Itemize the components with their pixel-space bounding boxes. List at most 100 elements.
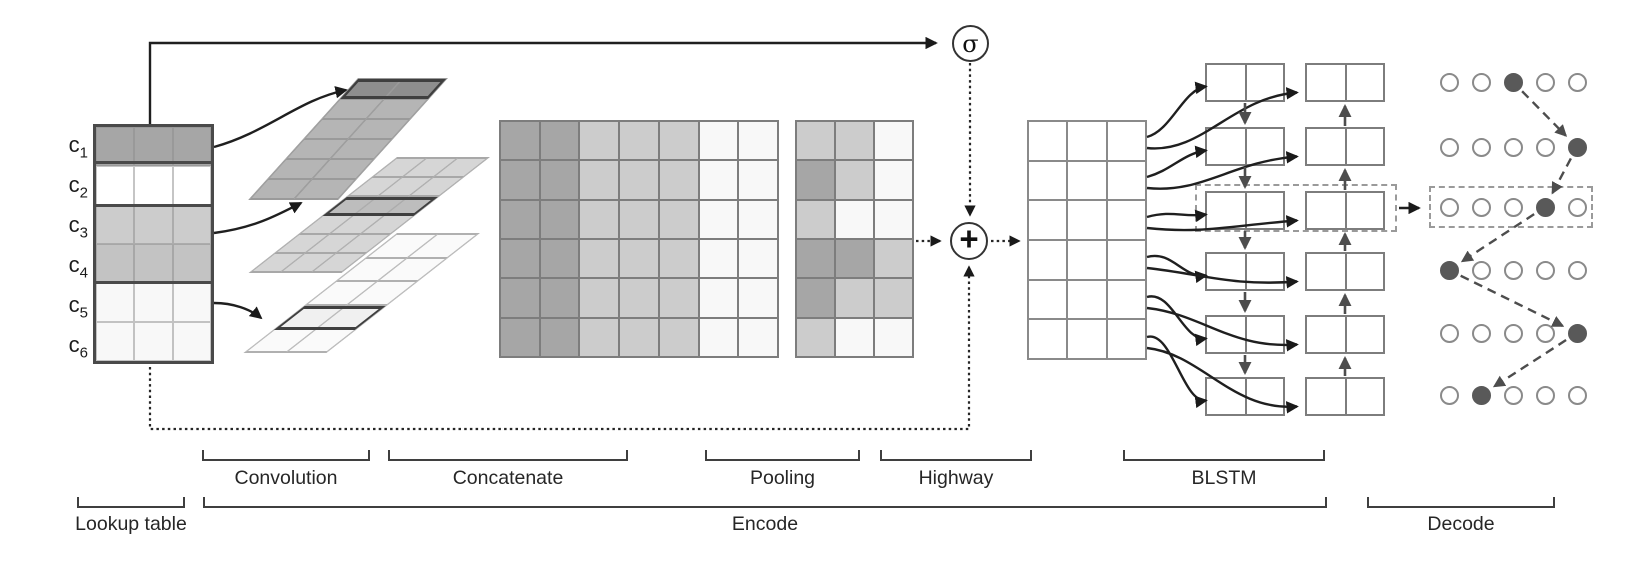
decode-node-selected bbox=[1535, 197, 1555, 217]
highway-to-forward-arrow bbox=[1146, 145, 1208, 179]
lookup-row-label: c4 bbox=[68, 252, 88, 282]
concatenate-cell bbox=[658, 121, 699, 161]
lookup-cell bbox=[96, 205, 135, 244]
concatenate-cell bbox=[579, 160, 620, 200]
section-label-decode: Decode bbox=[1427, 513, 1495, 535]
lookup-row-label-sub: 2 bbox=[79, 184, 88, 202]
concatenate-cell bbox=[539, 239, 580, 279]
highway-cell bbox=[1028, 319, 1068, 359]
blstm-cell-divider bbox=[1245, 193, 1247, 228]
section-label-pooling: Pooling bbox=[749, 467, 816, 489]
decode-transition-arrow bbox=[1492, 339, 1567, 388]
lookup-cell bbox=[134, 283, 173, 322]
blstm-backward-cell bbox=[1305, 63, 1385, 102]
blstm-cell-divider bbox=[1245, 129, 1247, 164]
pooling-cell bbox=[835, 199, 875, 240]
pooling-cell bbox=[796, 317, 836, 358]
concatenate-cell bbox=[658, 160, 699, 200]
concatenate-cell bbox=[579, 278, 620, 318]
section-label-concatenate: Concatenate bbox=[452, 467, 564, 489]
blstm-cell-divider bbox=[1345, 65, 1347, 100]
pooling-cell bbox=[835, 317, 875, 358]
highway-cell bbox=[1106, 239, 1146, 280]
lookup-row-label: c5 bbox=[68, 292, 88, 322]
highway-cell bbox=[1067, 160, 1107, 201]
highway-cell bbox=[1067, 279, 1107, 320]
lookup-cell bbox=[134, 127, 173, 166]
c5-to-conv-arrow bbox=[213, 301, 263, 320]
decode-node bbox=[1535, 385, 1555, 405]
section-bracket-convolution bbox=[202, 450, 370, 461]
concatenate-cell bbox=[539, 199, 580, 240]
blstm-forward-cell bbox=[1205, 252, 1285, 291]
concatenate-cell bbox=[539, 317, 580, 358]
lookup-cell bbox=[172, 244, 211, 283]
section-label-blstm: BLSTM bbox=[1191, 467, 1257, 489]
highway-cell bbox=[1028, 239, 1068, 280]
blstm-highlighted-row-box bbox=[1195, 184, 1397, 232]
pooling-cell bbox=[874, 199, 914, 240]
pooling-cell bbox=[835, 239, 875, 279]
highway-to-forward-arrow bbox=[1146, 81, 1208, 139]
decode-node bbox=[1471, 72, 1491, 92]
concatenate-cell bbox=[619, 160, 659, 200]
concatenate-cell bbox=[619, 317, 659, 358]
sigma-node: σ bbox=[952, 25, 989, 62]
pooling-cell bbox=[796, 199, 836, 240]
lookup-row-label: c3 bbox=[68, 212, 88, 242]
decode-node-selected bbox=[1567, 137, 1587, 157]
highway-cell bbox=[1106, 200, 1146, 240]
blstm-cell-divider bbox=[1245, 254, 1247, 289]
lookup-table bbox=[93, 124, 214, 364]
highway-cell bbox=[1106, 279, 1146, 320]
lookup-row-label-sub: 3 bbox=[79, 224, 88, 242]
pooling-cell bbox=[835, 160, 875, 200]
concatenate-cell bbox=[500, 160, 540, 200]
highway-cell bbox=[1067, 200, 1107, 240]
blstm-backward-cell bbox=[1305, 377, 1385, 416]
highway-cell bbox=[1067, 319, 1107, 359]
blstm-backward-cell bbox=[1305, 252, 1385, 291]
decode-node bbox=[1439, 323, 1459, 343]
lookup-cell bbox=[96, 322, 135, 361]
decode-node bbox=[1471, 260, 1491, 280]
concatenate-cell bbox=[539, 121, 580, 161]
lookup-cell bbox=[96, 127, 135, 166]
blstm-forward-cell bbox=[1205, 63, 1285, 102]
plus-node: + bbox=[950, 220, 988, 260]
pooling-cell bbox=[796, 239, 836, 279]
c3c4-to-conv-arrow bbox=[213, 201, 303, 235]
section-label-encode: Encode bbox=[731, 513, 799, 535]
blstm-backward-cell bbox=[1305, 191, 1385, 230]
pooling-cell bbox=[874, 278, 914, 318]
concatenate-cell bbox=[619, 199, 659, 240]
lookup-cell bbox=[172, 127, 211, 166]
blstm-cell-divider bbox=[1345, 379, 1347, 414]
highway-cell bbox=[1028, 279, 1068, 320]
decode-node-selected bbox=[1567, 323, 1587, 343]
lookup-cell bbox=[134, 205, 173, 244]
lookup-cell bbox=[134, 322, 173, 361]
blstm-cell-divider bbox=[1245, 317, 1247, 352]
decode-node bbox=[1439, 197, 1459, 217]
concatenate-cell bbox=[539, 160, 580, 200]
concatenate-cell bbox=[658, 199, 699, 240]
lookup-row-label: c6 bbox=[68, 332, 88, 362]
decode-node bbox=[1439, 385, 1459, 405]
concatenate-cell bbox=[579, 121, 620, 161]
pooling-cell bbox=[874, 239, 914, 279]
lookup-to-sigma-line bbox=[148, 36, 938, 124]
section-label-highway: Highway bbox=[918, 467, 994, 489]
concatenate-cell bbox=[579, 199, 620, 240]
highway-cell bbox=[1028, 200, 1068, 240]
concatenate-cell bbox=[698, 160, 739, 200]
concatenate-cell bbox=[738, 199, 778, 240]
blstm-cell-divider bbox=[1345, 193, 1347, 228]
concatenate-cell bbox=[738, 317, 778, 358]
concatenate-cell bbox=[738, 239, 778, 279]
section-bracket-encode bbox=[203, 497, 1327, 508]
lookup-cell bbox=[134, 166, 173, 205]
concatenate-cell bbox=[698, 317, 739, 358]
pooling-cell bbox=[835, 278, 875, 318]
lookup-row-label-sub: 6 bbox=[79, 344, 88, 362]
